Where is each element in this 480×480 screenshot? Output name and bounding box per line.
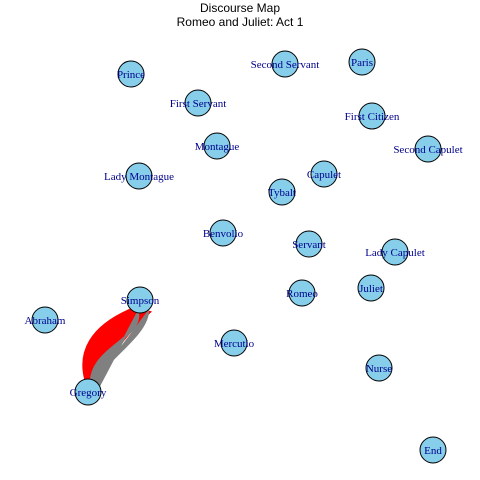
node-simpson: Simpson	[121, 286, 160, 314]
node-mercutio: Mercutio	[214, 329, 255, 357]
node-circle-first-citizen	[358, 102, 386, 130]
node-juliet: Juliet	[357, 274, 385, 302]
node-romeo: Romeo	[286, 279, 318, 307]
node-circle-prince	[117, 60, 145, 88]
node-label-simpson: Simpson	[121, 295, 160, 307]
node-circle-mercutio	[220, 329, 248, 357]
node-label-lady-montague: Lady Montague	[104, 171, 174, 183]
node-label-benvolio: Benvolio	[203, 228, 244, 240]
node-nurse: Nurse	[365, 354, 393, 382]
node-circle-gregory	[74, 378, 102, 406]
node-label-first-servant: First Servant	[170, 98, 227, 110]
edges-layer	[82, 306, 153, 393]
node-prince: Prince	[117, 60, 145, 88]
node-label-first-citizen: First Citizen	[345, 111, 400, 123]
node-label-montague: Montague	[195, 141, 240, 153]
node-label-second-capulet: Second Capulet	[393, 144, 462, 156]
node-circle-abraham	[31, 306, 59, 334]
map-subtitle: Romeo and Juliet: Act 1	[177, 15, 304, 29]
node-capulet: Capulet	[307, 160, 341, 188]
node-first-servant: First Servant	[170, 89, 227, 117]
node-gregory: Gregory	[70, 378, 107, 406]
node-circle-nurse	[365, 354, 393, 382]
node-lady-montague: Lady Montague	[104, 162, 174, 190]
node-circle-servant	[295, 230, 323, 258]
node-second-servant: Second Servant	[251, 50, 320, 78]
node-circle-first-servant	[184, 89, 212, 117]
node-circle-juliet	[357, 274, 385, 302]
node-first-citizen: First Citizen	[345, 102, 400, 130]
node-circle-montague	[203, 132, 231, 160]
node-label-prince: Prince	[117, 69, 145, 81]
node-circle-second-capulet	[414, 135, 442, 163]
node-paris: Paris	[348, 48, 376, 76]
map-title: Discourse Map	[200, 1, 280, 15]
edge-simpson-to-gregory	[89, 308, 150, 393]
node-circle-second-servant	[271, 50, 299, 78]
node-label-servant: Servant	[292, 239, 326, 251]
node-label-romeo: Romeo	[286, 288, 318, 300]
node-circle-end	[419, 436, 447, 464]
node-tybalt: Tybalt	[268, 178, 296, 206]
node-label-abraham: Abraham	[25, 315, 66, 327]
node-circle-lady-montague	[125, 162, 153, 190]
node-servant: Servant	[292, 230, 326, 258]
node-circle-simpson	[126, 286, 154, 314]
node-label-tybalt: Tybalt	[268, 187, 296, 199]
node-label-nurse: Nurse	[366, 363, 392, 375]
node-label-second-servant: Second Servant	[251, 59, 320, 71]
node-label-end: End	[424, 445, 442, 457]
node-label-capulet: Capulet	[307, 169, 341, 181]
node-label-lady-capulet: Lady Capulet	[365, 247, 425, 259]
node-circle-benvolio	[209, 219, 237, 247]
node-label-paris: Paris	[351, 57, 373, 69]
node-abraham: Abraham	[25, 306, 66, 334]
node-second-capulet: Second Capulet	[393, 135, 463, 163]
node-end: End	[419, 436, 447, 464]
node-label-gregory: Gregory	[70, 387, 107, 399]
node-circle-paris	[348, 48, 376, 76]
node-lady-capulet: Lady Capulet	[365, 238, 425, 266]
node-label-juliet: Juliet	[359, 283, 383, 295]
node-circle-romeo	[288, 279, 316, 307]
node-circle-lady-capulet	[381, 238, 409, 266]
node-montague: Montague	[195, 132, 240, 160]
node-benvolio: Benvolio	[203, 219, 244, 247]
node-circle-tybalt	[268, 178, 296, 206]
node-label-mercutio: Mercutio	[214, 338, 255, 350]
node-circle-capulet	[310, 160, 338, 188]
